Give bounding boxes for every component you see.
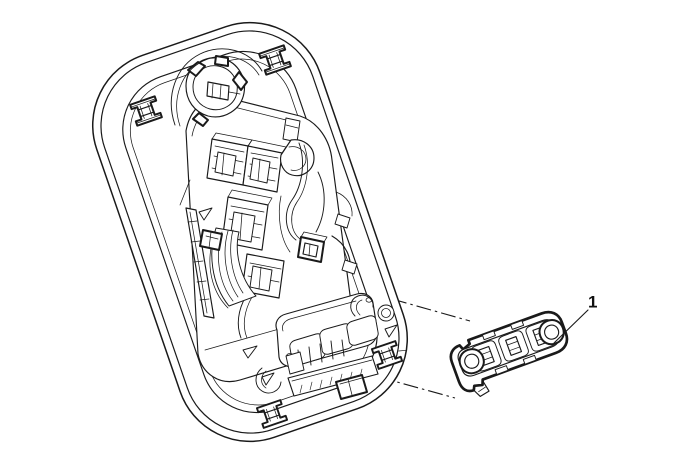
switch-opening-3 [346,315,379,346]
locator-tab-bottom [261,372,275,386]
panel-round-button [377,304,395,322]
locator-tab-upper-left [198,207,213,221]
surface-connector-right [297,231,328,263]
switch-bezel-detached [449,310,569,397]
lamp-socket-tab-c [232,71,248,91]
bezel-tab-top-1 [481,330,496,341]
retention-clip-bottom-left [255,399,289,429]
callout-1-leader-line [553,309,589,344]
panel-retaining-hook [350,294,374,317]
lamp-socket-contact-ribs [211,83,222,100]
connector-module-1 [206,132,253,186]
harness-strip-body [287,355,379,397]
switch-panel-installed [275,292,395,368]
right-side-bracket [331,191,358,275]
locator-tabs [198,207,398,386]
lamp-socket-harness-loop [170,48,263,127]
bezel-mount-eyelet-right [538,319,565,346]
lamp-socket-tab-a [187,61,206,77]
console-rim-inner-line [100,30,400,434]
tray-connector-small [199,229,223,251]
surface-connector-upper-right [279,117,315,177]
connector-module-stack [206,117,328,299]
bezel-tab-bottom-1 [494,365,509,375]
lamp-socket-inner-ring [192,65,238,111]
wire-harness [237,142,325,339]
panel-retaining-hook-left [255,367,282,394]
bezel-mount-eyelet-left [458,348,485,375]
locator-tab-left [242,345,258,359]
callout-1-label: 1 [588,292,597,311]
harness-clamp-left [285,351,305,375]
bezel-switch-pocket-2 [498,330,529,362]
connector-module-2 [242,139,287,193]
retention-clip-left [129,95,163,127]
harness-connector-box [335,374,368,400]
retention-clip-top-right [258,44,292,76]
left-guide-rail [179,179,215,319]
lamp-socket [185,55,248,127]
retention-clip-bottom-right [370,340,407,370]
lamp-socket-tab-d [192,112,209,127]
ribbed-fan-element [209,227,257,309]
panel-round-button-inner [381,308,391,318]
lamp-socket-tab-b [214,55,229,67]
callout-1: 1 [553,292,597,344]
bezel-tab-bottom-2 [522,354,537,365]
bezel-tab-top-2 [510,320,525,330]
lower-harness-strip [285,339,379,400]
connector-module-4 [241,253,285,299]
locator-tab-right [384,324,398,338]
lamp-socket-contact-tail [228,91,241,95]
